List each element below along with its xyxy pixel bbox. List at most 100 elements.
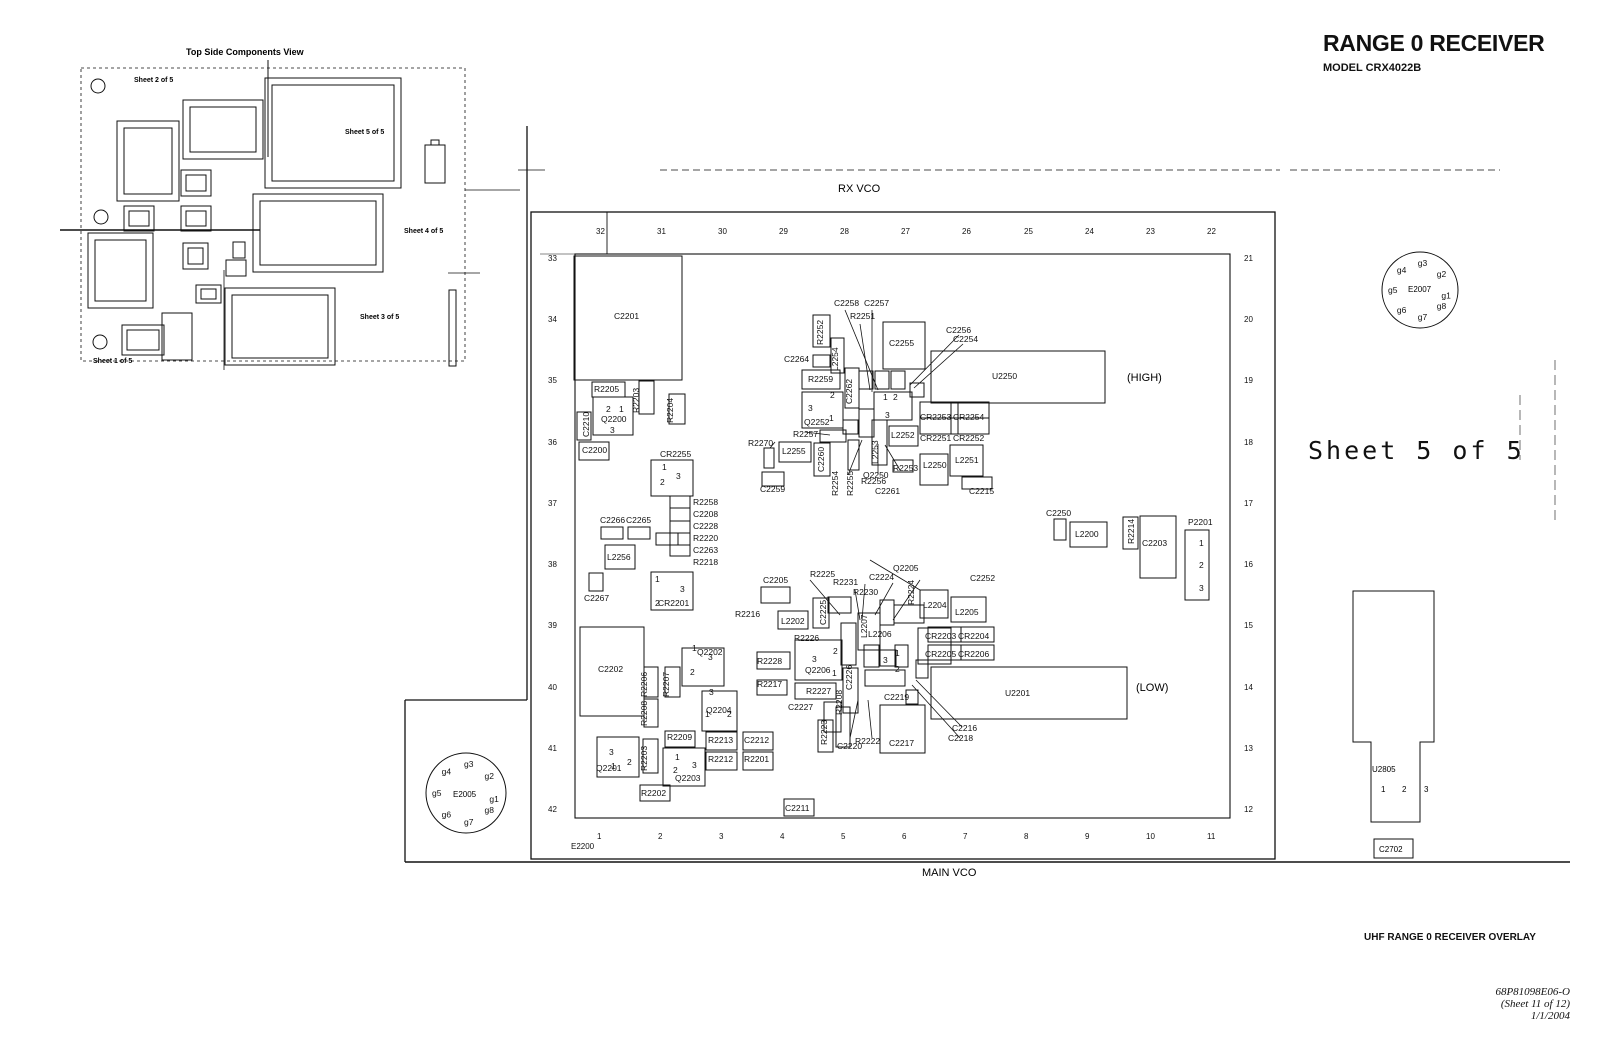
- component-label: R2224: [906, 580, 916, 605]
- component-label: R2259: [808, 374, 833, 384]
- pin-number: 3: [812, 654, 817, 664]
- component-label: C2226: [844, 665, 854, 690]
- connector-pin-label: g2: [1437, 269, 1447, 279]
- pin-number: 3: [883, 655, 888, 665]
- edge-number-bottom: 9: [1085, 832, 1090, 841]
- component-label: R2209: [667, 732, 692, 742]
- component-label: R2205: [594, 384, 619, 394]
- component-label: C2202: [598, 664, 623, 674]
- edge-number-left: 42: [548, 805, 557, 814]
- connector-pin-label: g8: [485, 805, 495, 815]
- component-label: R2256: [861, 476, 886, 486]
- overlay-title: UHF RANGE 0 RECEIVER OVERLAY: [1364, 932, 1536, 943]
- edge-number-top: 25: [1024, 227, 1033, 236]
- high-label: (HIGH): [1127, 372, 1162, 384]
- component-label: CR2253: [920, 412, 951, 422]
- component-label: C2259: [760, 484, 785, 494]
- component-label: Q2206: [805, 665, 831, 675]
- component-label: CR2252: [953, 433, 984, 443]
- edge-number-right: 17: [1244, 499, 1253, 508]
- component-label: Q2201: [596, 763, 622, 773]
- component-label: R2204: [665, 398, 675, 423]
- edge-number-top: 31: [657, 227, 666, 236]
- pin-number: 1: [675, 752, 680, 762]
- connector-pin-label: g3: [1418, 258, 1428, 268]
- connector-pin-label: g5: [432, 788, 442, 798]
- component-label: L2254: [830, 347, 840, 371]
- edge-number-left: 37: [548, 499, 557, 508]
- pin-number: 1: [655, 574, 660, 584]
- pin-number: 2: [727, 709, 732, 719]
- edge-number-bottom: 6: [902, 832, 907, 841]
- edge-number-left: 39: [548, 621, 557, 630]
- inset-title: Top Side Components View: [186, 47, 305, 57]
- component-label: C2267: [584, 593, 609, 603]
- component-label: C2262: [844, 379, 854, 404]
- pin-number: 2: [660, 477, 665, 487]
- component-label: C2266: [600, 515, 625, 525]
- component-label: C2258: [834, 298, 859, 308]
- u2805-pin-2: 2: [1402, 785, 1407, 794]
- component-label: C2252: [970, 573, 995, 583]
- component-label: Q2205: [893, 563, 919, 573]
- u2805-pin-3: 3: [1424, 785, 1429, 794]
- component-label: Q2200: [601, 414, 627, 424]
- connector-pin-label: g3: [464, 759, 474, 769]
- edge-number-bottom: 11: [1207, 832, 1216, 841]
- e2007-connector: [1381, 251, 1459, 329]
- pin-number: 3: [808, 403, 813, 413]
- edge-number-right: 19: [1244, 376, 1253, 385]
- edge-number-right: 13: [1244, 744, 1253, 753]
- inset-sheet-4: Sheet 4 of 5: [404, 228, 443, 235]
- component-label: L2256: [607, 552, 631, 562]
- pin-number: 1: [705, 709, 710, 719]
- pin-number: 2: [690, 667, 695, 677]
- pin-number: 3: [709, 687, 714, 697]
- component-label: R2231: [833, 577, 858, 587]
- pin-number: 3: [609, 747, 614, 757]
- component-label: R2208: [639, 701, 649, 726]
- component-label: R2203: [631, 388, 641, 413]
- pin-number: 3: [885, 410, 890, 420]
- component-label: CR2203: [925, 631, 956, 641]
- edge-number-bottom: 3: [719, 832, 724, 841]
- pin-number: 3: [1199, 583, 1204, 593]
- component-label: R2218: [693, 557, 718, 567]
- component-label: C2261: [875, 486, 900, 496]
- edge-number-right: 15: [1244, 621, 1253, 630]
- pin-number: 1: [1199, 538, 1204, 548]
- component-label: CR2254: [953, 412, 984, 422]
- component-label: R2220: [693, 533, 718, 543]
- component-label: R2228: [757, 656, 782, 666]
- edge-number-right: 21: [1244, 254, 1253, 263]
- pin-number: 2: [627, 757, 632, 767]
- component-label: C2255: [889, 338, 914, 348]
- component-label: C2201: [614, 311, 639, 321]
- c2702-label: C2702: [1379, 845, 1403, 854]
- component-label: U2250: [992, 371, 1017, 381]
- component-label: L2205: [955, 607, 979, 617]
- component-outlines: [573, 255, 1210, 817]
- edge-number-top: 26: [962, 227, 971, 236]
- e2007-label: E2007: [1408, 285, 1432, 294]
- inset-components-view: [60, 60, 520, 370]
- component-label: CR2206: [958, 649, 989, 659]
- component-label: C2227: [788, 702, 813, 712]
- document-reference: 68P81098E06-O (Sheet 11 of 12) 1/1/2004: [1370, 986, 1570, 1022]
- component-label: C2200: [582, 445, 607, 455]
- main-vco-label: MAIN VCO: [922, 867, 977, 879]
- component-label: R2252: [815, 320, 825, 345]
- component-label: R2255: [845, 471, 855, 496]
- u2805-outline: [1352, 590, 1435, 823]
- connector-pin-label: g7: [464, 817, 474, 827]
- pin-number: 1: [662, 462, 667, 472]
- edge-number-bottom: 8: [1024, 832, 1029, 841]
- component-label: R2206: [639, 672, 649, 697]
- edge-number-top: 29: [779, 227, 788, 236]
- component-label: C2225: [818, 600, 828, 625]
- component-label: C2256: [946, 325, 971, 335]
